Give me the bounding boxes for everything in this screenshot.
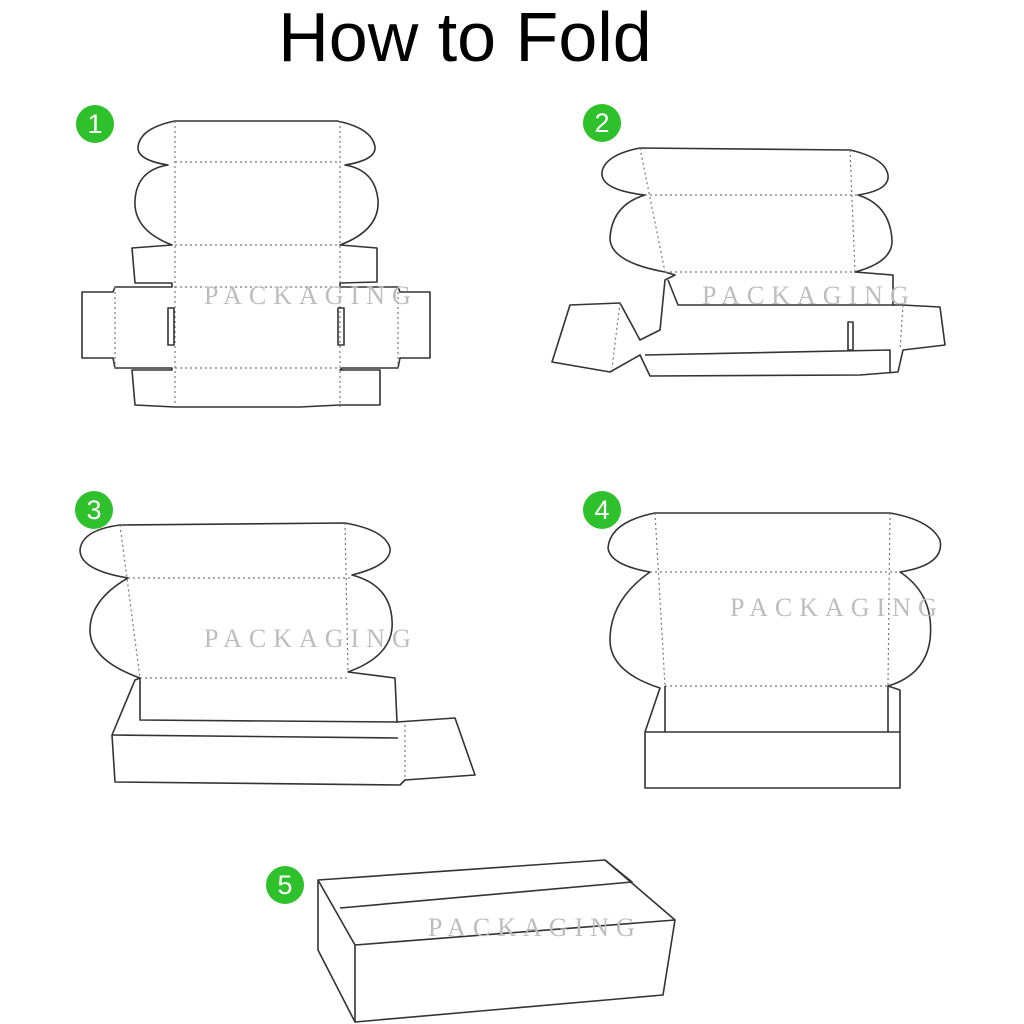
watermark-5: PACKAGING	[428, 913, 642, 942]
watermark-2: PACKAGING	[702, 281, 916, 310]
page-title: How to Fold	[278, 0, 652, 76]
watermark-4: PACKAGING	[730, 593, 944, 622]
step-4-badge: 4	[583, 491, 621, 529]
watermark-1: PACKAGING	[204, 281, 418, 310]
step-3-badge: 3	[75, 491, 113, 529]
step-1-badge: 1	[76, 105, 114, 143]
step-4-diagram	[607, 512, 942, 789]
step-5-badge: 5	[266, 866, 304, 904]
step-3-diagram	[79, 522, 476, 786]
step-1-diagram	[81, 120, 431, 408]
step-2-badge: 2	[583, 104, 621, 142]
step-5-diagram	[317, 859, 676, 1023]
watermark-3: PACKAGING	[204, 624, 418, 653]
step-2-diagram	[551, 147, 946, 377]
